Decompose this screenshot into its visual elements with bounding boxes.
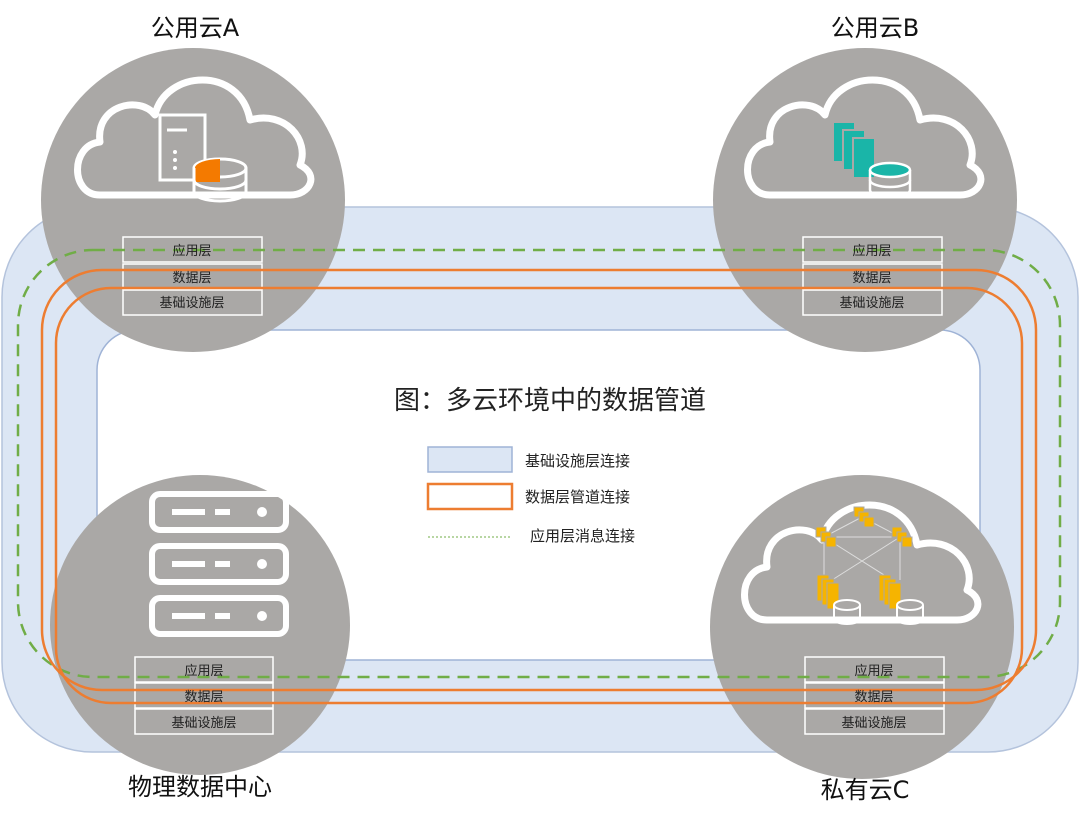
node-label-private-cloud-c: 私有云C bbox=[821, 776, 910, 804]
node-circle-public-cloud-b bbox=[713, 48, 1017, 352]
node-label-public-cloud-a: 公用云A bbox=[151, 14, 240, 42]
node-circle-public-cloud-a bbox=[41, 48, 345, 352]
app-message-connection bbox=[16, 248, 1062, 679]
layer-data-b: 数据层 bbox=[852, 271, 891, 286]
cloud-server-cluster-icon bbox=[748, 80, 981, 197]
legend-label-data-pipe: 数据层管道连接 bbox=[525, 488, 630, 506]
layer-infra-a: 基础设施层 bbox=[159, 296, 224, 311]
node-label-physical-dc: 物理数据中心 bbox=[128, 773, 272, 801]
server-rack-icon bbox=[149, 491, 289, 637]
layer-app-dc: 应用层 bbox=[184, 663, 223, 679]
data-pipe-connection-outer bbox=[40, 268, 1038, 692]
legend: 基础设施层连接 数据层管道连接 应用层消息连接 bbox=[426, 446, 635, 545]
legend-swatch-data-pipe bbox=[426, 482, 514, 511]
cloud-network-icon bbox=[745, 505, 978, 625]
layer-infra-b: 基础设施层 bbox=[839, 296, 904, 311]
layer-infra-dc: 基础设施层 bbox=[171, 716, 236, 731]
layer-data-c: 数据层 bbox=[854, 690, 893, 705]
layers-private-cloud-c bbox=[804, 656, 945, 735]
legend-swatch-infra bbox=[427, 446, 513, 473]
layer-data-a: 数据层 bbox=[172, 271, 211, 286]
node-circle-physical-dc bbox=[50, 475, 350, 775]
legend-label-app-msg: 应用层消息连接 bbox=[530, 527, 635, 545]
legend-label-infra: 基础设施层连接 bbox=[525, 452, 630, 470]
data-pipe-connection-inner bbox=[54, 286, 1024, 705]
node-label-public-cloud-b: 公用云B bbox=[831, 14, 919, 42]
layers-physical-dc bbox=[134, 656, 274, 735]
layer-data-dc: 数据层 bbox=[184, 690, 223, 705]
diagram-title: 图：多云环境中的数据管道 bbox=[394, 386, 706, 416]
cloud-server-database-icon bbox=[78, 80, 311, 203]
layer-infra-c: 基础设施层 bbox=[841, 716, 906, 731]
layer-app-c: 应用层 bbox=[854, 663, 893, 679]
layer-app-a: 应用层 bbox=[172, 243, 211, 259]
layer-app-b: 应用层 bbox=[852, 243, 891, 259]
